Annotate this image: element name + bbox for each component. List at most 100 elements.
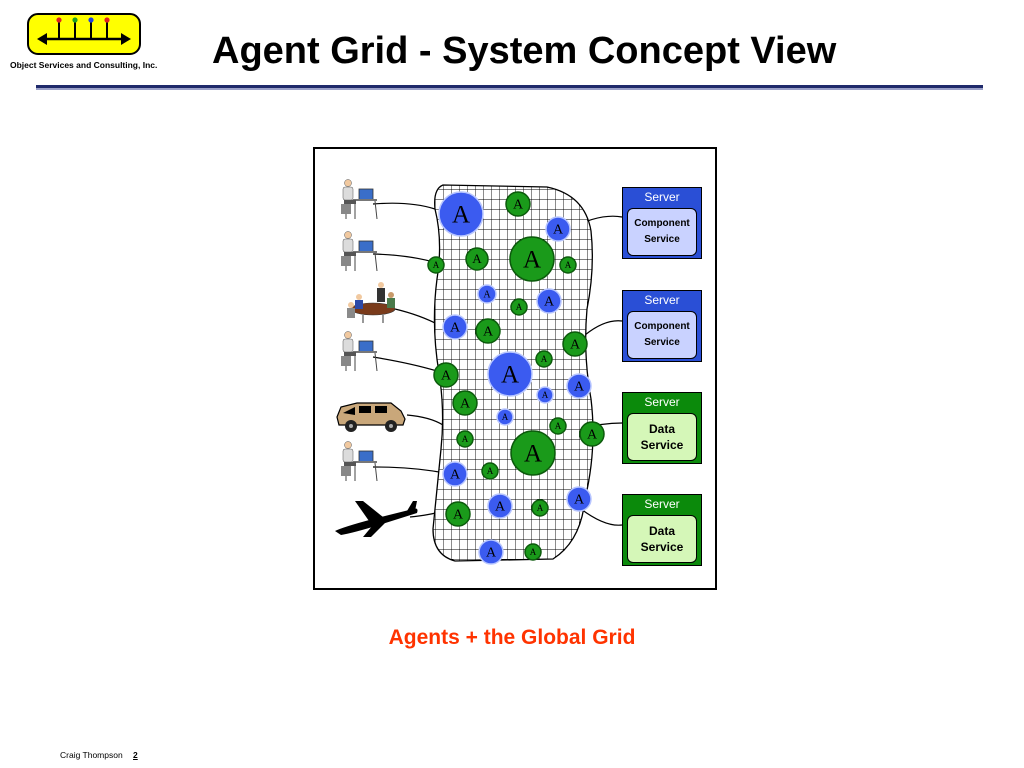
server-1: Server Component Service (622, 187, 702, 259)
server-label: Server (644, 395, 680, 409)
agent-blue-25: A (442, 461, 468, 487)
agent-blue-20: A (496, 408, 514, 426)
agent-label: A (501, 361, 519, 388)
title-rule-shadow (36, 88, 983, 90)
server-4: Server Data Service (622, 494, 702, 566)
agent-green-6: A (427, 256, 445, 274)
agent-label: A (524, 440, 542, 467)
agent-label: A (487, 466, 494, 476)
agent-label: A (453, 508, 464, 523)
agent-label: A (460, 397, 471, 412)
company-logo (27, 13, 141, 55)
agent-green-7: A (559, 256, 577, 274)
agent-green-22: A (579, 421, 605, 447)
server-label: Server (644, 497, 680, 511)
agent-label: A (574, 493, 585, 508)
vehicle-icon (336, 402, 406, 432)
agent-label: A (537, 503, 544, 513)
person-at-computer-icon (341, 231, 378, 272)
service-name: Data (648, 422, 675, 436)
agent-label: A (483, 325, 494, 340)
person-at-computer-icon (341, 331, 378, 372)
page-title: Agent Grid - System Concept View (212, 30, 837, 72)
agent-blue-31: A (478, 539, 504, 565)
agent-label: A (486, 546, 497, 561)
agent-label: A (450, 321, 461, 336)
agent-blue-1: A (438, 191, 484, 237)
service-name: Component (634, 218, 690, 229)
agent-label: A (441, 369, 452, 384)
agent-blue-18: A (536, 386, 554, 404)
agent-green-12: A (475, 318, 501, 344)
agent-green-15: A (535, 350, 553, 368)
meeting-group-icon (347, 282, 396, 323)
agent-green-29: A (531, 499, 549, 517)
agent-green-23: A (456, 430, 474, 448)
agent-label: A (502, 412, 509, 422)
agent-green-30: A (445, 501, 471, 527)
agent-blue-11: A (442, 314, 468, 340)
agent-green-4: A (509, 236, 555, 282)
agent-label: A (587, 428, 598, 443)
agent-label: A (513, 198, 524, 213)
agent-green-13: A (562, 331, 588, 357)
agent-blue-3: A (545, 216, 571, 242)
agent-label: A (450, 468, 461, 483)
agent-green-5: A (465, 247, 489, 271)
component-service: Component Service (627, 311, 697, 359)
agent-blue-8: A (477, 284, 497, 304)
service-name: Component (634, 321, 690, 332)
service-name: Service (644, 337, 680, 348)
agent-green-10: A (510, 298, 528, 316)
agent-label: A (574, 380, 585, 395)
person-at-computer-icon (341, 179, 378, 220)
agent-label: A (544, 295, 555, 310)
agent-green-32: A (524, 543, 542, 561)
title-rule (36, 85, 983, 88)
agent-label: A (541, 354, 548, 364)
agent-green-24: A (510, 430, 556, 476)
agent-blue-28: A (487, 493, 513, 519)
agent-label: A (553, 223, 564, 238)
footer-author: Craig Thompson (60, 750, 123, 760)
server-label: Server (644, 293, 680, 307)
service-name: Service (640, 438, 684, 452)
server-label: Server (644, 190, 680, 204)
company-name: Object Services and Consulting, Inc. (10, 60, 158, 70)
agent-green-26: A (481, 462, 499, 480)
diagram-caption: Agents + the Global Grid (388, 626, 636, 649)
agent-label: A (516, 302, 523, 312)
agent-label: A (555, 421, 562, 431)
agent-label: A (542, 390, 549, 400)
agent-label: A (462, 434, 469, 444)
service-name: Service (644, 234, 680, 245)
data-service: Data Service (627, 413, 697, 461)
agent-label: A (530, 547, 537, 557)
page-number: 2 (133, 750, 138, 760)
agent-blue-27: A (566, 486, 592, 512)
agent-label: A (565, 260, 572, 270)
agent-label: A (523, 246, 541, 273)
data-service: Data Service (627, 515, 697, 563)
client-connectors (372, 202, 444, 518)
server-2: Server Component Service (622, 290, 702, 362)
agent-label: A (570, 338, 581, 353)
agent-label: A (495, 500, 506, 515)
agent-green-21: A (549, 417, 567, 435)
agent-label: A (483, 289, 491, 300)
agent-label: A (472, 251, 482, 266)
agent-blue-17: A (566, 373, 592, 399)
agent-green-2: A (505, 191, 531, 217)
service-name: Data (648, 524, 675, 538)
agent-label: A (452, 201, 470, 228)
agent-label: A (433, 260, 440, 270)
agent-blue-14: A (487, 351, 533, 397)
agent-blue-9: A (536, 288, 562, 314)
person-at-computer-icon (341, 441, 378, 482)
component-service: Component Service (627, 208, 697, 256)
agent-green-19: A (452, 390, 478, 416)
service-name: Service (640, 540, 684, 554)
